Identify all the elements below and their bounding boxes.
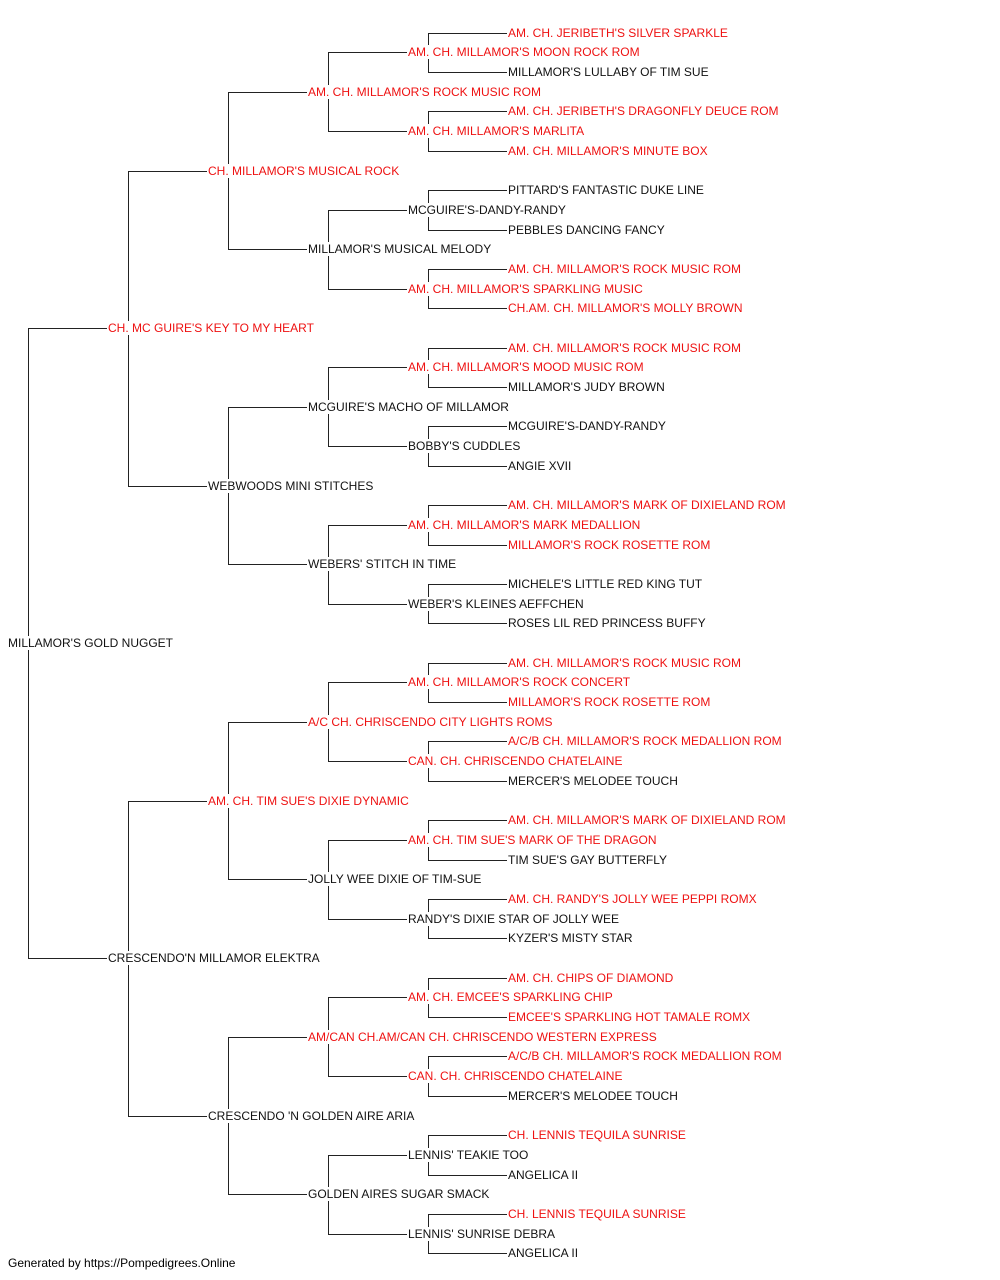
ancestor-name: MERCER'S MELODEE TOUCH	[507, 774, 679, 788]
ancestor-name: AM. CH. CHIPS OF DIAMOND	[507, 971, 675, 985]
ancestor-name: AM/CAN CH.AM/CAN CH. CHRISCENDO WESTERN …	[307, 1030, 658, 1044]
subject-dog-name: MILLAMOR'S GOLD NUGGET	[7, 636, 174, 650]
ancestor-name: AM. CH. MILLAMOR'S ROCK MUSIC ROM	[507, 341, 742, 355]
ancestor-name: AM. CH. TIM SUE'S MARK OF THE DRAGON	[407, 833, 658, 847]
ancestor-name: WEBWOODS MINI STITCHES	[207, 479, 375, 493]
ancestor-name: CH. LENNIS TEQUILA SUNRISE	[507, 1207, 687, 1221]
ancestor-name: CH. MC GUIRE'S KEY TO MY HEART	[107, 321, 315, 335]
ancestor-name: CAN. CH. CHRISCENDO CHATELAINE	[407, 1069, 624, 1083]
ancestor-name: PEBBLES DANCING FANCY	[507, 223, 666, 237]
ancestor-name: AM. CH. MILLAMOR'S ROCK CONCERT	[407, 675, 632, 689]
ancestor-name: CRESCENDO 'N GOLDEN AIRE ARIA	[207, 1109, 416, 1123]
ancestor-name: AM. CH. MILLAMOR'S ROCK MUSIC ROM	[307, 85, 542, 99]
ancestor-name: A/C/B CH. MILLAMOR'S ROCK MEDALLION ROM	[507, 1049, 783, 1063]
ancestor-name: KYZER'S MISTY STAR	[507, 931, 634, 945]
ancestor-name: MILLAMOR'S LULLABY OF TIM SUE	[507, 65, 710, 79]
footer-credit: Generated by https://Pompedigrees.Online	[8, 1256, 236, 1270]
ancestor-name: AM. CH. RANDY'S JOLLY WEE PEPPI ROMX	[507, 892, 758, 906]
ancestor-name: CRESCENDO'N MILLAMOR ELEKTRA	[107, 951, 321, 965]
ancestor-name: RANDY'S DIXIE STAR OF JOLLY WEE	[407, 912, 621, 926]
ancestor-name: ROSES LIL RED PRINCESS BUFFY	[507, 616, 707, 630]
ancestor-name: MERCER'S MELODEE TOUCH	[507, 1089, 679, 1103]
ancestor-name: PITTARD'S FANTASTIC DUKE LINE	[507, 183, 705, 197]
ancestor-name: MILLAMOR'S JUDY BROWN	[507, 380, 666, 394]
ancestor-name: CH. LENNIS TEQUILA SUNRISE	[507, 1128, 687, 1142]
ancestor-name: AM. CH. MILLAMOR'S SPARKLING MUSIC	[407, 282, 644, 296]
ancestor-name: LENNIS' SUNRISE DEBRA	[407, 1227, 556, 1241]
ancestor-name: LENNIS' TEAKIE TOO	[407, 1148, 530, 1162]
ancestor-name: MILLAMOR'S MUSICAL MELODY	[307, 242, 493, 256]
ancestor-name: GOLDEN AIRES SUGAR SMACK	[307, 1187, 491, 1201]
ancestor-name: AM. CH. MILLAMOR'S MOOD MUSIC ROM	[407, 360, 645, 374]
ancestor-name: A/C/B CH. MILLAMOR'S ROCK MEDALLION ROM	[507, 734, 783, 748]
ancestor-name: AM. CH. MILLAMOR'S ROCK MUSIC ROM	[507, 656, 742, 670]
ancestor-name: AM. CH. EMCEE'S SPARKLING CHIP	[407, 990, 614, 1004]
ancestor-name: ANGIE XVII	[507, 459, 573, 473]
ancestor-name: AM. CH. MILLAMOR'S MINUTE BOX	[507, 144, 709, 158]
ancestor-name: MCGUIRE'S MACHO OF MILLAMOR	[307, 400, 510, 414]
ancestor-name: AM. CH. MILLAMOR'S ROCK MUSIC ROM	[507, 262, 742, 276]
ancestor-name: AM. CH. TIM SUE'S DIXIE DYNAMIC	[207, 794, 410, 808]
ancestor-name: MICHELE'S LITTLE RED KING TUT	[507, 577, 704, 591]
ancestor-name: WEBER'S KLEINES AEFFCHEN	[407, 597, 585, 611]
ancestor-name: AM. CH. JERIBETH'S SILVER SPARKLE	[507, 26, 729, 40]
ancestor-name: MILLAMOR'S ROCK ROSETTE ROM	[507, 695, 712, 709]
ancestor-name: MCGUIRE'S-DANDY-RANDY	[507, 419, 667, 433]
ancestor-name: BOBBY'S CUDDLES	[407, 439, 522, 453]
ancestor-name: JOLLY WEE DIXIE OF TIM-SUE	[307, 872, 483, 886]
ancestor-name: AM. CH. JERIBETH'S DRAGONFLY DEUCE ROM	[507, 104, 780, 118]
ancestor-name: TIM SUE'S GAY BUTTERFLY	[507, 853, 668, 867]
ancestor-name: AM. CH. MILLAMOR'S MOON ROCK ROM	[407, 45, 641, 59]
ancestor-name: ANGELICA II	[507, 1168, 580, 1182]
ancestor-name: MCGUIRE'S-DANDY-RANDY	[407, 203, 567, 217]
ancestor-name: AM. CH. MILLAMOR'S MARK OF DIXIELAND ROM	[507, 498, 787, 512]
ancestor-name: CH.AM. CH. MILLAMOR'S MOLLY BROWN	[507, 301, 744, 315]
ancestor-name: CH. MILLAMOR'S MUSICAL ROCK	[207, 164, 401, 178]
ancestor-name: EMCEE'S SPARKLING HOT TAMALE ROMX	[507, 1010, 752, 1024]
ancestor-name: MILLAMOR'S ROCK ROSETTE ROM	[507, 538, 712, 552]
ancestor-name: WEBERS' STITCH IN TIME	[307, 557, 458, 571]
ancestor-name: A/C CH. CHRISCENDO CITY LIGHTS ROMS	[307, 715, 554, 729]
ancestor-name: ANGELICA II	[507, 1246, 580, 1260]
ancestor-name: CAN. CH. CHRISCENDO CHATELAINE	[407, 754, 624, 768]
ancestor-name: AM. CH. MILLAMOR'S MARK MEDALLION	[407, 518, 642, 532]
ancestor-name: AM. CH. MILLAMOR'S MARK OF DIXIELAND ROM	[507, 813, 787, 827]
ancestor-name: AM. CH. MILLAMOR'S MARLITA	[407, 124, 586, 138]
